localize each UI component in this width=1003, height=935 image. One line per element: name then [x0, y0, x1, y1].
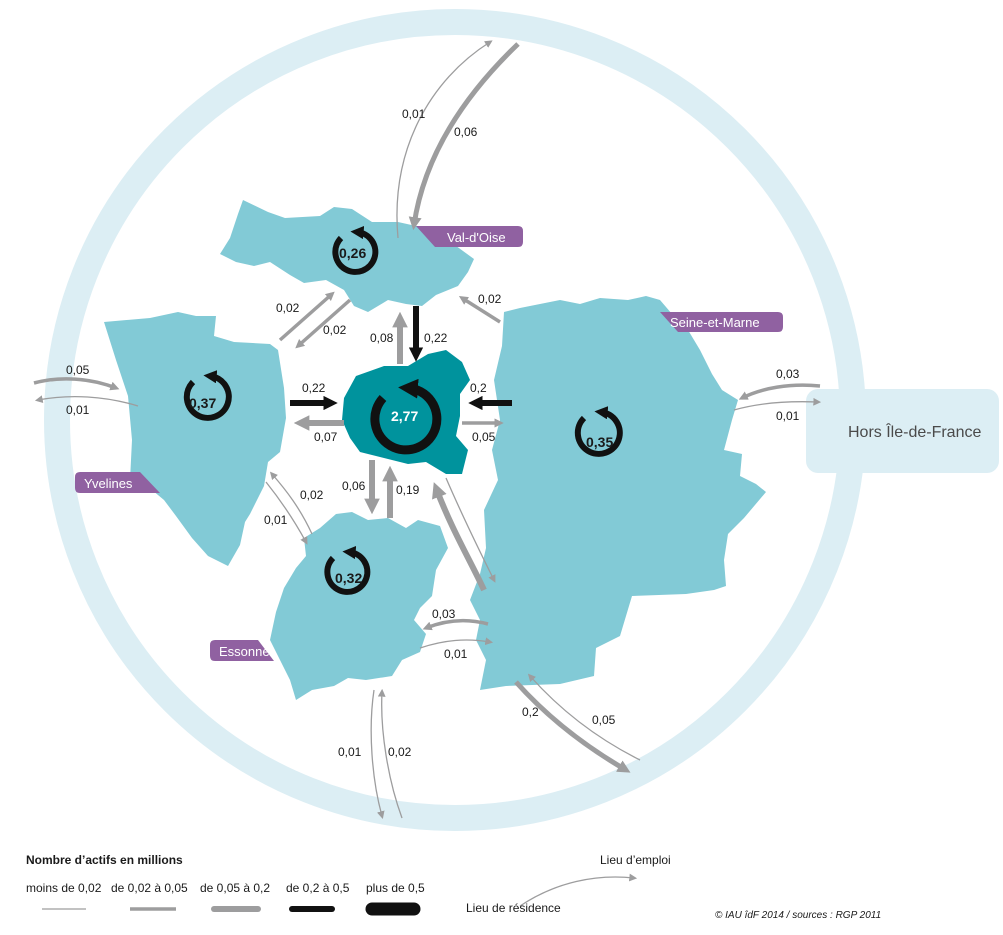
flow-yv-to-vo: [278, 291, 335, 342]
flow-outside-to-vo: [408, 42, 520, 231]
flow-label-sm-to-vo: 0,02: [478, 292, 502, 306]
tag-yvelines: Yvelines: [75, 472, 160, 493]
flow-outside-to-es-south: [377, 688, 403, 819]
flow-label-sm-bottom-out: 0,2: [522, 705, 539, 719]
loop-yvelines: 0,37: [183, 370, 232, 421]
flow-label-sm-to-paris: 0,2: [470, 381, 487, 395]
value-essonne: 0,32: [335, 570, 362, 586]
department-essonne[interactable]: [270, 512, 448, 700]
loop-arrow-icon: [574, 406, 623, 457]
value-val-doise: 0,26: [339, 245, 366, 261]
flow-sm-to-outside: [733, 397, 822, 411]
flow-label-top-in: 0,06: [454, 125, 478, 139]
flow-sm-to-vo: [458, 296, 501, 324]
loop-seine-et-marne: 0,35: [574, 406, 623, 457]
legend-class-2: de 0,02 à 0,05: [111, 881, 188, 895]
tag-yvelines-label: Yvelines: [84, 476, 133, 491]
loop-arrow-icon: [183, 370, 232, 421]
flow-vo-to-outside: [396, 40, 493, 239]
legend-workplace: Lieu d’emploi: [600, 853, 671, 867]
flow-label-right-out: 0,01: [776, 409, 800, 423]
value-seine-et-marne: 0,35: [586, 434, 613, 450]
flow-label-paris-to-vo: 0,08: [370, 331, 394, 345]
value-paris: 2,77: [391, 408, 418, 424]
flow-label-yv-to-paris: 0,22: [302, 381, 326, 395]
flow-label-es-to-sm: 0,01: [444, 647, 468, 661]
flow-label-sm-to-es: 0,03: [432, 607, 456, 621]
flow-label-right-in: 0,03: [776, 367, 800, 381]
tag-seine-et-marne: Seine-et-Marne: [660, 312, 783, 332]
legend-title: Nombre d’actifs en millions: [26, 853, 183, 867]
flow-paris-to-sm-south: [445, 477, 496, 583]
flow-label-paris-to-sm: 0,05: [472, 430, 496, 444]
department-paris[interactable]: [342, 350, 470, 474]
loop-essonne: 0,32: [324, 545, 371, 595]
flow-label-yv-to-vo: 0,02: [276, 301, 300, 315]
flow-sm-south-to-paris: [432, 482, 487, 592]
department-seine-et-marne[interactable]: [470, 296, 766, 690]
flow-vo-to-yv: [295, 298, 352, 349]
flow-yv-to-outside: [34, 395, 139, 407]
tag-essonne: Essonne: [210, 640, 274, 661]
flow-label-sm-bottom-in: 0,05: [592, 713, 616, 727]
flow-es-to-sm: [419, 637, 494, 649]
flow-sm-to-outside-south: [514, 680, 631, 773]
flow-es-to-yv: [269, 471, 313, 535]
tag-seine-et-marne-label: Seine-et-Marne: [670, 315, 760, 330]
legend-class-4: de 0,2 à 0,5: [286, 881, 350, 895]
flow-label-yv-to-es: 0,01: [264, 513, 288, 527]
hors-idf-box: [806, 389, 999, 473]
flow-label-es-to-yv: 0,02: [300, 488, 324, 502]
flow-label-vo-to-paris: 0,22: [424, 331, 448, 345]
flow-top-group: 0,01 0,06: [396, 40, 520, 239]
flow-es-to-outside-south: [370, 689, 385, 820]
flow-sm-to-es: [422, 618, 489, 631]
flow-label-es-bottom-in: 0,02: [388, 745, 412, 759]
loop-arrow-icon: [324, 545, 371, 595]
tag-val-doise: Val-d'Oise: [416, 226, 523, 247]
flow-yv-to-es: [265, 481, 308, 545]
loop-arrow-icon: [332, 225, 379, 275]
loop-arrow-icon: [370, 378, 442, 455]
legend: Nombre d’actifs en millions moins de 0,0…: [26, 853, 881, 921]
value-yvelines: 0,37: [189, 395, 216, 411]
flow-label-paris-to-yv: 0,07: [314, 430, 338, 444]
legend-residence: Lieu de résidence: [466, 901, 561, 915]
loop-paris: 2,77: [370, 378, 442, 455]
hors-idf-label: Hors Île-de-France: [848, 422, 981, 441]
flow-label-es-to-paris: 0,19: [396, 483, 420, 497]
tag-val-doise-label: Val-d'Oise: [447, 230, 506, 245]
flow-outside-to-yv: [33, 377, 120, 391]
tag-essonne-label: Essonne: [219, 644, 270, 659]
credit: © IAU îdF 2014 / sources : RGP 2011: [715, 910, 881, 921]
flow-outside-to-sm: [738, 383, 821, 400]
flow-label-left-out: 0,01: [66, 403, 90, 417]
flow-outside-to-sm-south: [527, 673, 641, 761]
flow-label-es-bottom-out: 0,01: [338, 745, 362, 759]
flow-label-left-in: 0,05: [66, 363, 90, 377]
legend-direction-arrow: [519, 873, 638, 907]
flow-label-vo-to-yv: 0,02: [323, 323, 347, 337]
loop-val-doise: 0,26: [332, 225, 379, 275]
flow-label-top-out: 0,01: [402, 107, 426, 121]
legend-class-5: plus de 0,5: [366, 881, 425, 895]
flow-label-paris-to-es: 0,06: [342, 479, 366, 493]
legend-class-1: moins de 0,02: [26, 881, 102, 895]
legend-class-3: de 0,05 à 0,2: [200, 881, 270, 895]
department-yvelines[interactable]: [104, 312, 286, 566]
